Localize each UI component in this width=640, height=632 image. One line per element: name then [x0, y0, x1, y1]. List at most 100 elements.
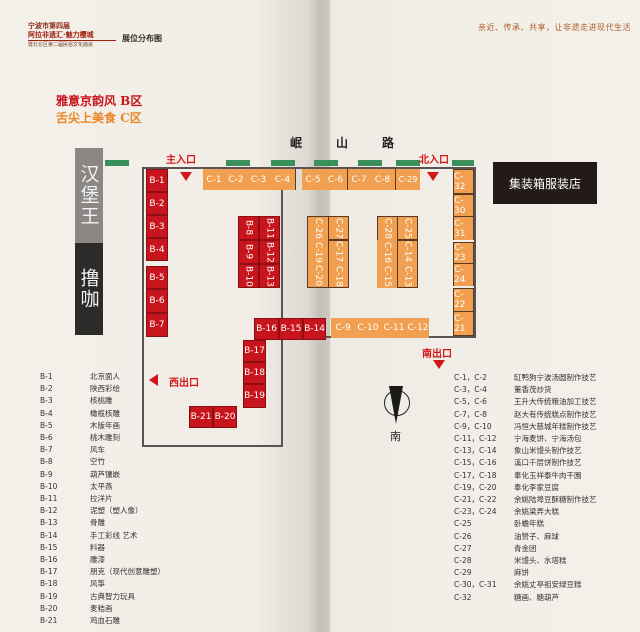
booth-b-18[interactable]: B-18: [243, 362, 266, 384]
booth-c-17-18[interactable]: C-17 C-18: [328, 240, 349, 288]
main-entrance-label: 主入口: [166, 155, 196, 166]
booth-c-5[interactable]: C-5: [302, 169, 324, 190]
compass-south-label: 南: [390, 430, 401, 443]
booth-b-16[interactable]: B-16: [254, 318, 279, 340]
booth-c-14-13[interactable]: C-14 C-13: [397, 240, 418, 288]
booth-c-31[interactable]: C-31: [453, 217, 474, 240]
booth-b-11[interactable]: B-11: [259, 216, 280, 240]
green-marker: [314, 160, 338, 166]
event-logo: 宁波市第四届 阿拉非遗汇·魅力樱城 暨北仑区第二届民俗文化庙会: [28, 22, 116, 50]
booth-b-13[interactable]: B-13: [259, 264, 280, 288]
booth-c-22[interactable]: C-22: [453, 288, 474, 312]
booth-c-26[interactable]: C-26: [307, 216, 328, 240]
booth-c-11[interactable]: C-11: [381, 318, 407, 338]
booth-c-16[interactable]: C-16: [377, 240, 397, 264]
booth-b-7[interactable]: B-7: [146, 313, 168, 337]
booth-c-15[interactable]: C-15: [377, 264, 397, 288]
page-fold-shadow: [255, 0, 330, 632]
booth-c-4[interactable]: C-4: [270, 169, 296, 190]
booth-c-20[interactable]: C-20: [307, 264, 328, 288]
booth-c-7[interactable]: C-7: [348, 169, 370, 190]
booth-c-30[interactable]: C-30: [453, 194, 474, 217]
green-marker: [105, 160, 129, 166]
booth-c-24[interactable]: C-24: [453, 264, 474, 286]
booth-b-2[interactable]: B-2: [146, 192, 168, 215]
booth-b-6[interactable]: B-6: [146, 289, 168, 313]
shop-luka: 撸咖: [75, 243, 103, 335]
booth-c-9[interactable]: C-9: [331, 318, 355, 338]
main-entrance-arrow-icon: [180, 172, 192, 181]
booth-c-28[interactable]: C-28: [377, 216, 397, 240]
booth-b-4[interactable]: B-4: [146, 238, 168, 261]
booth-b-12[interactable]: B-12: [259, 240, 280, 264]
booth-b-15[interactable]: B-15: [279, 318, 303, 340]
page-subtitle: 展位分布图: [122, 34, 162, 43]
booth-b-1[interactable]: B-1: [146, 169, 168, 192]
west-exit-label: 西出口: [169, 378, 199, 389]
slogan: 亲近、传承、共享，让非遗走进现代生活: [478, 23, 631, 32]
booth-b-8[interactable]: B-8: [238, 216, 259, 240]
booth-b-17[interactable]: B-17: [243, 340, 266, 362]
booth-c-23[interactable]: C-23: [453, 242, 474, 264]
south-exit-label: 南出口: [422, 349, 452, 360]
zone-b-title: 雅意京韵风 B区: [56, 94, 143, 108]
shop-hanbaowang: 汉堡王: [75, 148, 103, 243]
booth-b-9[interactable]: B-9: [238, 240, 259, 264]
booth-c-2[interactable]: C-2: [225, 169, 247, 190]
booth-b-10[interactable]: B-10: [238, 264, 259, 288]
booth-c-32[interactable]: C-32: [453, 169, 474, 194]
zone-c-title: 舌尖上美食 C区: [56, 111, 142, 125]
booth-c-29[interactable]: C-29: [396, 169, 420, 190]
compass-needle-icon: [389, 386, 403, 424]
booth-b-14[interactable]: B-14: [303, 318, 326, 340]
logo-line-1: 宁波市第四届: [28, 22, 70, 30]
booth-b-3[interactable]: B-3: [146, 215, 168, 238]
north-entrance-arrow-icon: [427, 172, 439, 181]
shop-container-clothing: 集装箱服装店: [493, 162, 597, 204]
booth-b-20[interactable]: B-20: [213, 406, 237, 428]
booth-c-14: C-14: [402, 241, 413, 262]
booth-c-19[interactable]: C-19: [307, 240, 328, 264]
hall-outline-east: [474, 167, 476, 337]
booth-c-10[interactable]: C-10: [355, 318, 381, 338]
booth-b-21[interactable]: B-21: [189, 406, 213, 428]
booth-c-3[interactable]: C-3: [247, 169, 270, 190]
west-exit-arrow-icon: [149, 374, 158, 386]
road-char-3: 路: [382, 136, 395, 150]
booth-c-1[interactable]: C-1: [203, 169, 225, 190]
booth-c-17: C-17: [333, 241, 344, 262]
booth-c-21[interactable]: C-21: [453, 312, 474, 336]
booth-c-25[interactable]: C-25: [397, 216, 418, 240]
booth-c-27[interactable]: C-27: [328, 216, 349, 240]
booth-c-6[interactable]: C-6: [324, 169, 348, 190]
green-marker: [452, 160, 474, 166]
booth-c-8[interactable]: C-8: [370, 169, 396, 190]
green-marker: [271, 160, 295, 166]
booth-c-12[interactable]: C-12: [407, 318, 429, 338]
green-marker: [396, 160, 420, 166]
booth-b-5[interactable]: B-5: [146, 266, 168, 289]
booth-b-19[interactable]: B-19: [243, 384, 266, 408]
